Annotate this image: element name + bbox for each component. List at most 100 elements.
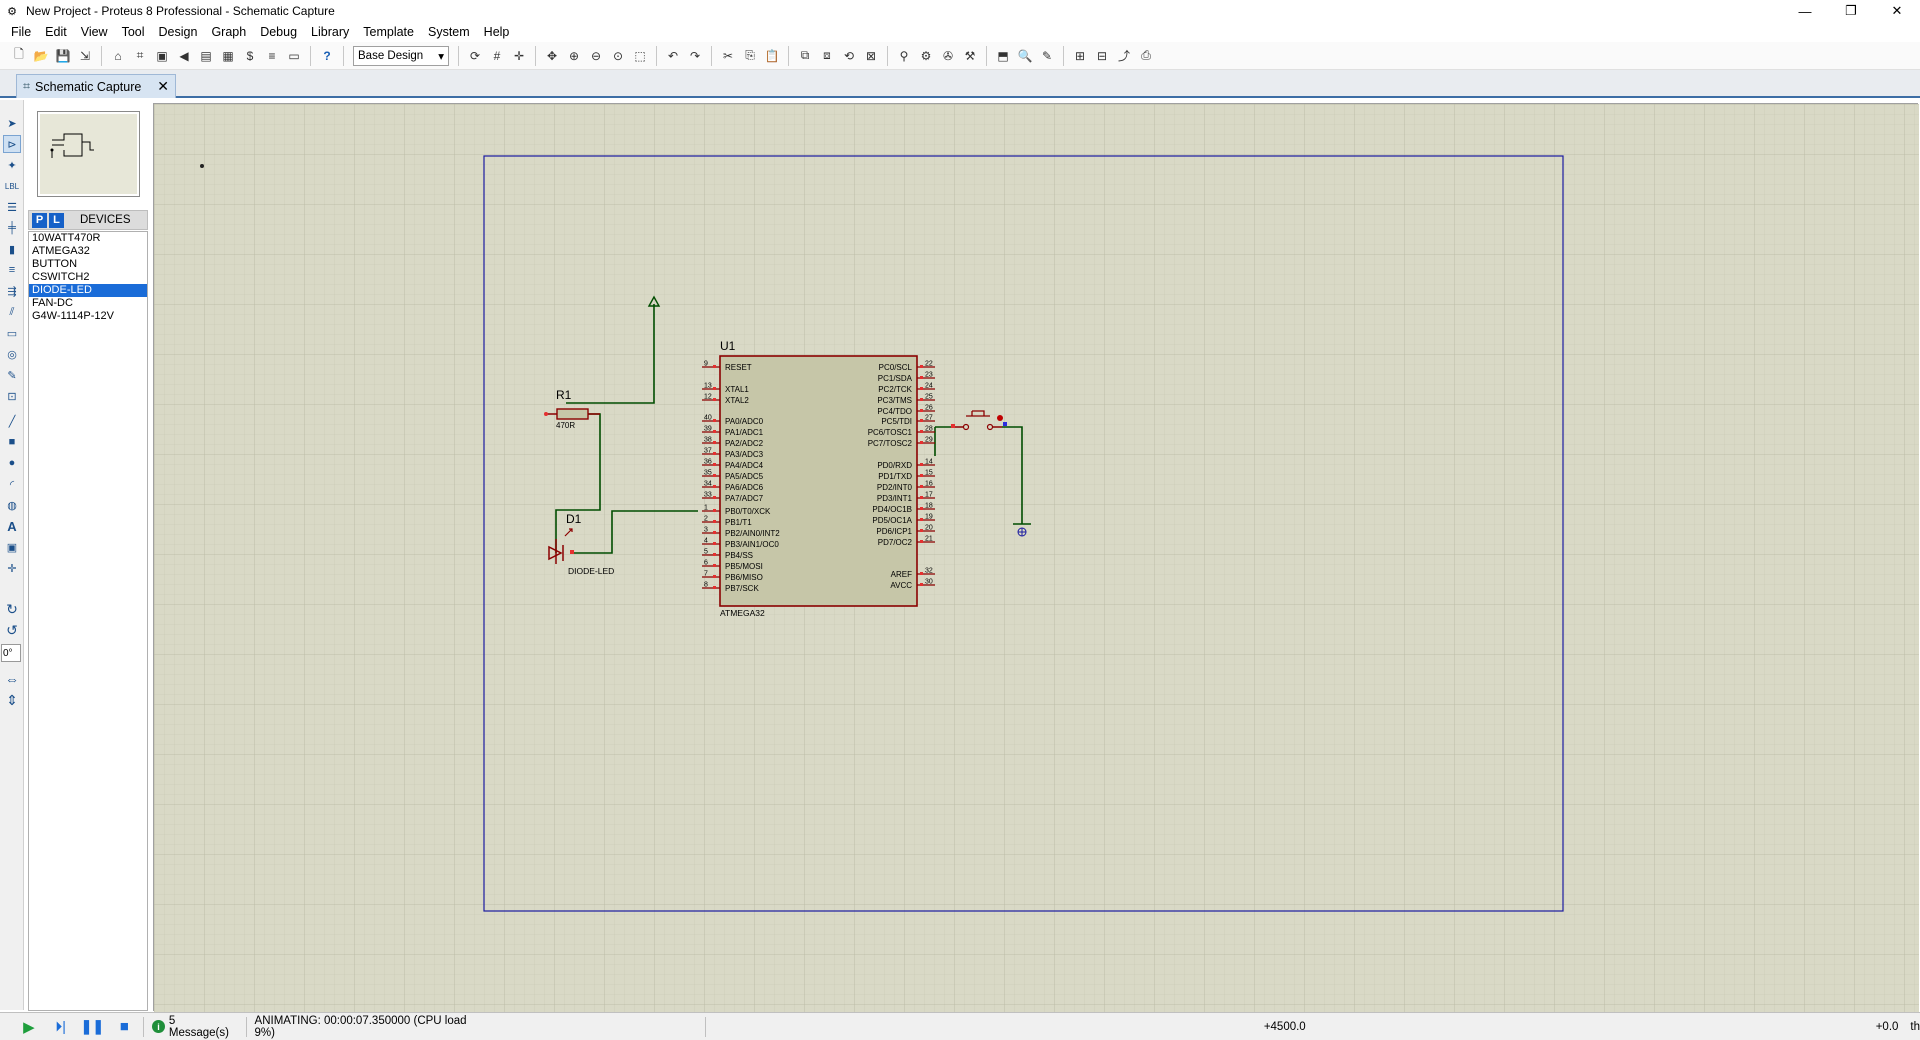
menu-view[interactable]: View — [80, 25, 108, 39]
virtual-instrument-icon[interactable]: ⊡ — [7, 390, 17, 403]
close-button[interactable]: ✕ — [1891, 3, 1903, 18]
close-tab-icon[interactable]: ✕ — [157, 78, 169, 94]
led-d1[interactable]: D1 DIODE-LED — [548, 512, 614, 576]
maximize-button[interactable]: ❐ — [1845, 3, 1857, 18]
home-icon[interactable]: ⌂ — [114, 48, 122, 63]
text-icon[interactable]: A — [7, 518, 17, 534]
property-tool-icon[interactable]: ✎ — [1041, 48, 1053, 63]
origin-icon[interactable]: ✛ — [513, 48, 525, 63]
refresh-icon[interactable]: ⟳ — [469, 48, 481, 63]
exit-to-parent-icon[interactable]: ⤴ — [1117, 49, 1130, 63]
zoom-in-icon[interactable]: ⊕ — [568, 48, 580, 63]
marker-icon[interactable]: ✛ — [7, 562, 17, 575]
zoom-area-icon[interactable]: ⬚ — [634, 48, 646, 63]
pause-icon[interactable]: ❚❚ — [80, 1018, 105, 1034]
wire-autorouter-icon[interactable]: ⬒ — [997, 48, 1009, 63]
zoom-out-icon[interactable]: ⊖ — [590, 48, 602, 63]
bus-icon[interactable]: ╪ — [8, 222, 16, 234]
save-icon[interactable]: 💾 — [55, 48, 71, 63]
wire-button-to-ground[interactable] — [1002, 426, 1023, 524]
paste-icon[interactable]: 📋 — [764, 48, 780, 63]
line-icon[interactable]: ╱ — [8, 415, 16, 428]
pushbutton[interactable] — [951, 410, 1007, 431]
terminal-icon[interactable]: ≡ — [8, 264, 16, 276]
import-icon[interactable]: ⇲ — [79, 48, 91, 63]
generator-icon[interactable]: ◎ — [7, 348, 17, 361]
resistor-r1[interactable]: R1 470R — [544, 388, 600, 430]
back-icon[interactable]: ◀ — [179, 48, 189, 63]
symbol-icon[interactable]: ▣ — [6, 541, 18, 554]
library-manager-button[interactable]: L — [49, 212, 64, 228]
arc-icon[interactable]: ◜ — [9, 478, 15, 491]
device-pin-icon[interactable]: ⇶ — [7, 285, 17, 298]
schematic-icon[interactable]: ⌗ — [136, 48, 144, 62]
path-icon[interactable]: ◍ — [7, 499, 17, 512]
open-folder-icon[interactable]: 📂 — [33, 48, 49, 63]
play-icon[interactable]: ▶ — [23, 1018, 35, 1036]
notes-icon[interactable]: ▭ — [288, 48, 300, 63]
block-rotate-icon[interactable]: ⟲ — [843, 48, 855, 63]
redo-icon[interactable]: ↷ — [689, 48, 701, 63]
voltage-probe-icon[interactable]: ✎ — [7, 369, 17, 382]
device-item-button[interactable]: BUTTON — [32, 258, 78, 270]
cut-icon[interactable]: ✂ — [722, 48, 734, 63]
tab-schematic-capture[interactable]: ⌗ Schematic Capture ✕ — [16, 74, 176, 98]
remove-sheet-icon[interactable]: ⊟ — [1096, 48, 1108, 63]
decompose-icon[interactable]: ⚒ — [964, 48, 976, 63]
wire-r1-to-power[interactable] — [566, 309, 655, 404]
package-tool-icon[interactable]: ✇ — [942, 48, 954, 63]
menu-design[interactable]: Design — [158, 25, 198, 39]
tape-recorder-icon[interactable]: ▭ — [6, 327, 18, 340]
pick-device-icon[interactable]: ⚲ — [899, 48, 909, 63]
menu-tool[interactable]: Tool — [121, 25, 145, 39]
ground-terminal[interactable] — [1013, 523, 1031, 537]
wire-d1-to-pb0[interactable] — [573, 510, 698, 554]
library-icon[interactable]: ▤ — [200, 48, 212, 63]
stop-icon[interactable]: ■ — [119, 1018, 129, 1035]
rotate-anticlockwise-icon[interactable]: ↺ — [6, 621, 18, 638]
device-item-cswitch2[interactable]: CSWITCH2 — [32, 271, 90, 283]
menu-edit[interactable]: Edit — [45, 25, 67, 39]
box-icon[interactable]: ■ — [8, 436, 16, 448]
selection-mode-icon[interactable]: ➤ — [7, 117, 17, 130]
block-delete-icon[interactable]: ⊠ — [865, 48, 877, 63]
device-item-atmega32[interactable]: ATMEGA32 — [32, 245, 90, 257]
search-icon[interactable]: 🔍 — [1017, 48, 1033, 63]
device-item-10watt470r[interactable]: 10WATT470R — [32, 232, 101, 244]
design-select[interactable]: Base Design▾ — [353, 45, 449, 66]
help-icon[interactable]: ? — [323, 48, 331, 63]
component-mode-icon[interactable]: ⊳ — [3, 135, 21, 153]
graph-icon[interactable]: ⫽ — [9, 305, 15, 318]
rotation-angle-field[interactable]: 0° — [1, 644, 21, 662]
messages-count[interactable]: 5 Message(s) — [168, 1014, 229, 1039]
bom-icon[interactable]: $ — [246, 48, 254, 63]
circle-icon[interactable]: ● — [8, 457, 16, 469]
